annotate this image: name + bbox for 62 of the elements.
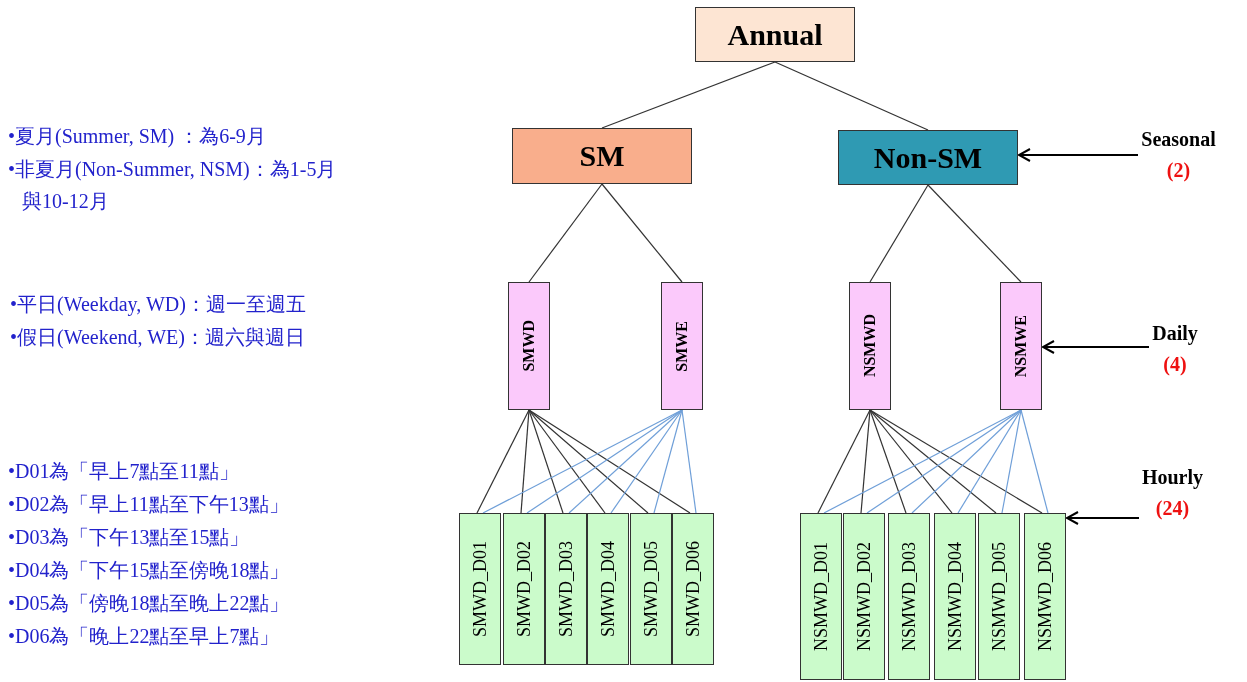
- connector-line: [528, 409, 606, 514]
- hour-block-box: SMWD_D03: [545, 513, 587, 665]
- level-count: (24): [1155, 496, 1190, 522]
- connector-line: [528, 183, 603, 283]
- connector-line: [681, 409, 697, 514]
- connector-line: [1001, 409, 1022, 514]
- hour-block-box: SMWD_D04: [587, 513, 629, 665]
- connector-line: [601, 61, 776, 129]
- hour-block-box: SMWD_D05: [630, 513, 672, 665]
- level-label: Hourly: [1141, 465, 1204, 491]
- connector-line: [1020, 409, 1049, 514]
- connector-line: [774, 61, 929, 131]
- note-text: •D02為「早上11點至下午13點」: [8, 492, 289, 517]
- level-label: Daily: [1152, 321, 1198, 347]
- hour-block-box: SMWD_D06: [672, 513, 714, 665]
- level-count: (4): [1163, 352, 1187, 377]
- connector-line: [610, 409, 683, 514]
- connector-line: [653, 409, 683, 514]
- day-type-box: NSMWE: [1000, 282, 1042, 410]
- connector-line: [869, 409, 907, 514]
- season-box: Non-SM: [838, 130, 1018, 185]
- note-text: •夏月(Summer, SM) ：為6-9月: [8, 124, 266, 150]
- hour-block-box: NSMWD_D03: [888, 513, 930, 680]
- connector-line: [520, 409, 530, 514]
- hour-block-box: NSMWD_D06: [1024, 513, 1066, 680]
- note-text: •D04為「下午15點至傍晚18點」: [8, 558, 290, 583]
- day-type-box: SMWD: [508, 282, 550, 410]
- note-text: •非夏月(Non-Summer, NSM)：為1-5月與10-12月: [8, 157, 338, 214]
- hour-block-box: NSMWD_D01: [800, 513, 842, 680]
- note-text: •D03為「下午13點至15點」: [8, 525, 250, 550]
- note-text: •D06為「晚上22點至早上7點」: [8, 624, 280, 649]
- connector-line: [860, 409, 871, 514]
- level-count: (2): [1166, 158, 1191, 184]
- day-type-box: NSMWD: [849, 282, 891, 410]
- note-text: •平日(Weekday, WD)：週一至週五: [10, 292, 306, 318]
- connector-line: [476, 409, 530, 514]
- level-label: Seasonal: [1141, 127, 1216, 152]
- pointer-arrow: [1018, 148, 1139, 162]
- hour-block-box: NSMWD_D05: [978, 513, 1020, 680]
- hour-block-box: SMWD_D01: [459, 513, 501, 665]
- note-text: •D05為「傍晚18點至晚上22點」: [8, 591, 290, 616]
- connector-line: [568, 409, 683, 514]
- note-text: •D01為「早上7點至11點」: [8, 459, 239, 484]
- season-box: SM: [512, 128, 692, 184]
- hour-block-box: NSMWD_D02: [843, 513, 885, 680]
- connector-line: [601, 183, 683, 283]
- day-type-box: SMWE: [661, 282, 703, 410]
- hour-block-box: NSMWD_D04: [934, 513, 976, 680]
- connector-line: [528, 409, 564, 514]
- connector-line: [869, 409, 953, 514]
- connector-line: [957, 409, 1022, 514]
- connector-line: [528, 409, 649, 514]
- connector-line: [817, 409, 871, 514]
- pointer-arrow: [1066, 511, 1140, 525]
- note-text: •假日(Weekend, WE)：週六與週日: [10, 325, 305, 351]
- connector-line: [869, 409, 997, 514]
- root-box: Annual: [695, 7, 855, 62]
- connector-line: [869, 184, 929, 283]
- connector-line: [927, 184, 1022, 283]
- hour-block-box: SMWD_D02: [503, 513, 545, 665]
- pointer-arrow: [1042, 340, 1150, 354]
- connector-line: [911, 409, 1022, 514]
